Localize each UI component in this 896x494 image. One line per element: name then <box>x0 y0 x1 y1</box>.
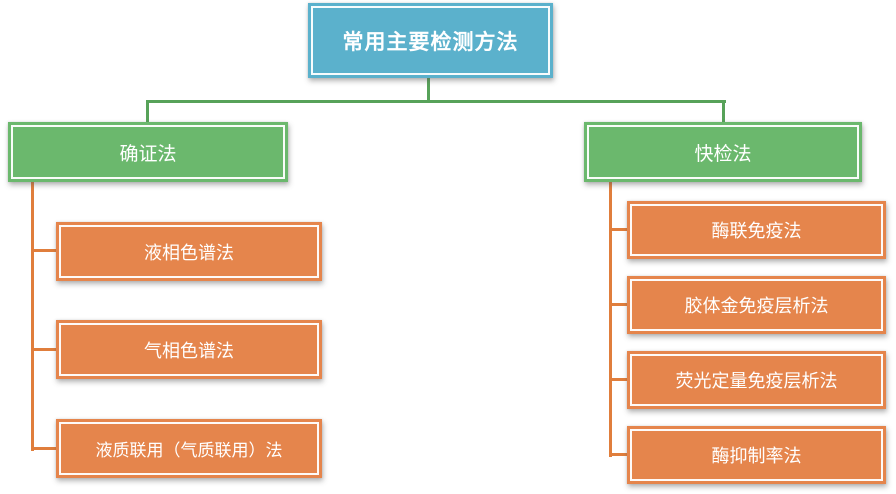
root-stem-connector <box>427 77 430 103</box>
right-leaf-stub-1 <box>609 228 628 231</box>
root-node-label: 常用主要检测方法 <box>342 30 519 54</box>
branch-horizontal-connector <box>146 100 726 103</box>
leaf-node-fluorescence-quantitative-immunochromatography: 荧光定量免疫层析法 <box>627 351 886 409</box>
left-leaf-rail-connector <box>31 181 34 451</box>
left-leaf-stub-1 <box>31 249 57 252</box>
branch-node-confirmation-method: 确证法 <box>8 122 288 182</box>
leaf-node-label: 荧光定量免疫层析法 <box>675 371 838 391</box>
right-leaf-stub-4 <box>609 453 628 456</box>
left-branch-drop-connector <box>146 100 149 123</box>
leaf-node-colloidal-gold-immunochromatography: 胶体金免疫层析法 <box>627 276 886 334</box>
leaf-node-gas-chromatography: 气相色谱法 <box>56 320 322 379</box>
leaf-node-elisa: 酶联免疫法 <box>627 201 886 259</box>
root-node-common-detection-methods: 常用主要检测方法 <box>308 3 553 78</box>
leaf-node-label: 酶抑制率法 <box>711 446 802 466</box>
left-leaf-stub-2 <box>31 348 57 351</box>
branch-node-rapid-test-method: 快检法 <box>584 122 862 182</box>
leaf-node-lc-ms-gc-ms: 液质联用（气质联用）法 <box>56 419 322 478</box>
leaf-node-label: 液质联用（气质联用）法 <box>95 441 283 460</box>
right-leaf-stub-3 <box>609 378 628 381</box>
right-leaf-stub-2 <box>609 303 628 306</box>
leaf-node-label: 液相色谱法 <box>144 242 234 263</box>
right-branch-drop-connector <box>722 100 725 123</box>
branch-node-label: 确证法 <box>119 143 177 165</box>
leaf-node-enzyme-inhibition-rate: 酶抑制率法 <box>627 426 886 484</box>
leaf-node-liquid-chromatography: 液相色谱法 <box>56 222 322 281</box>
leaf-node-label: 气相色谱法 <box>144 340 234 361</box>
branch-node-label: 快检法 <box>694 143 752 165</box>
leaf-node-label: 胶体金免疫层析法 <box>684 296 829 316</box>
leaf-node-label: 酶联免疫法 <box>711 221 802 241</box>
right-leaf-rail-connector <box>609 181 612 457</box>
left-leaf-stub-3 <box>31 447 57 450</box>
